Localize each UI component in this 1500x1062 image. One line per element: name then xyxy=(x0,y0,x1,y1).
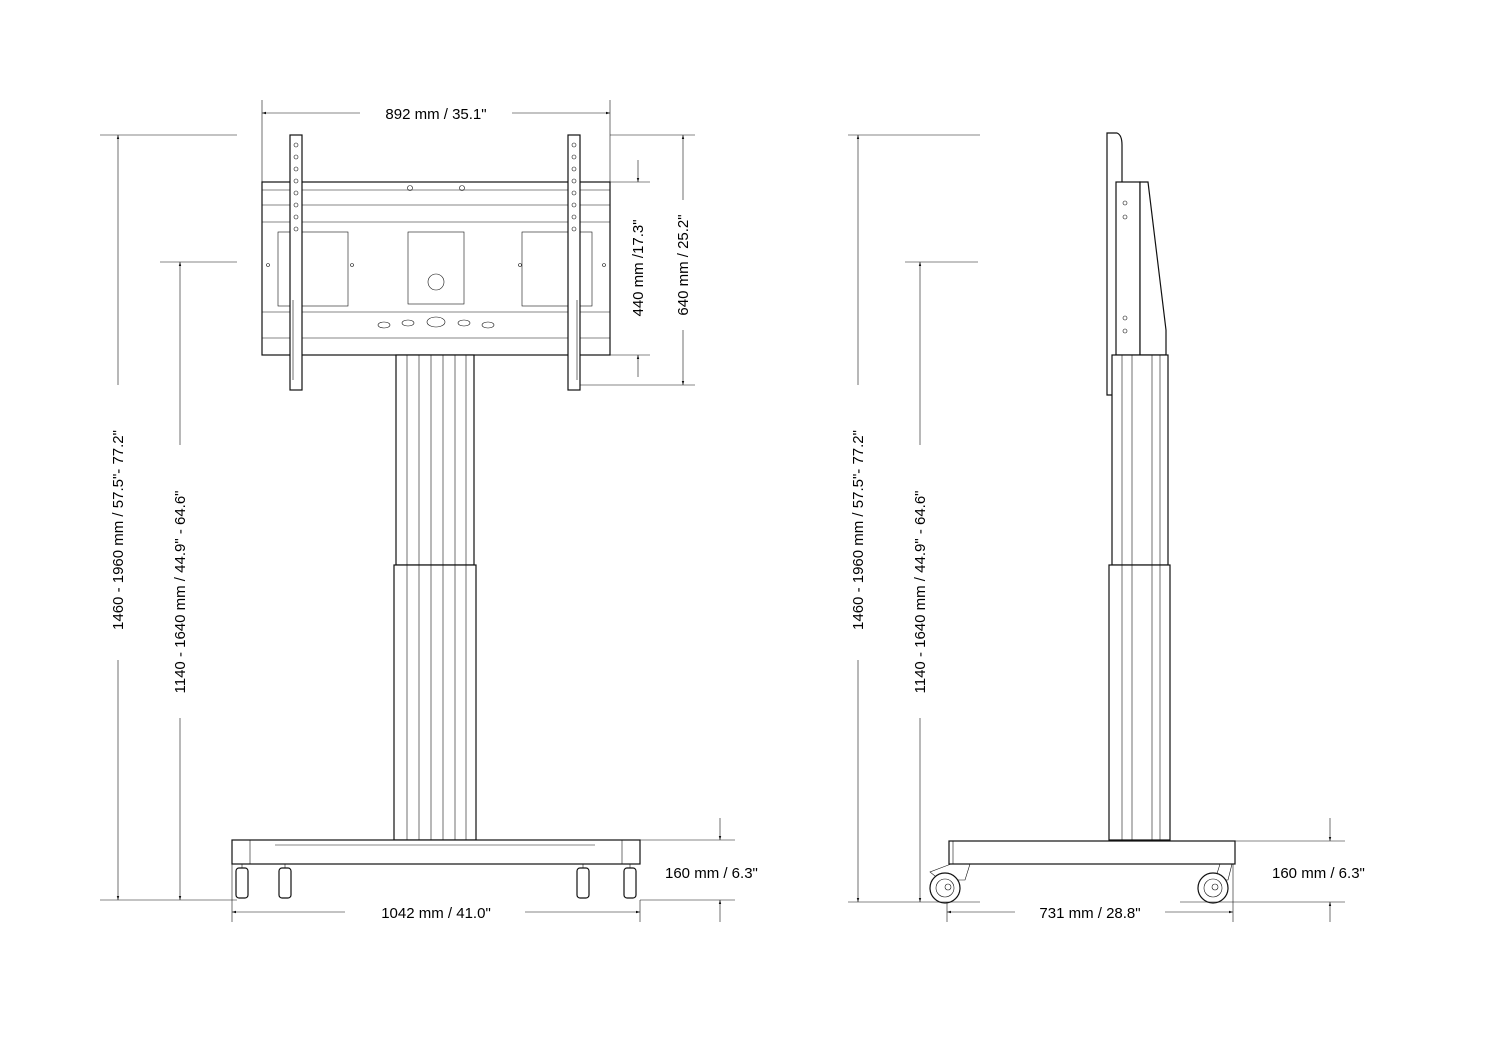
dimension-label: 731 mm / 28.8" xyxy=(1039,905,1140,922)
dimension-label: 640 mm / 25.2" xyxy=(675,214,692,315)
dimension-width-top: 892 mm / 35.1" xyxy=(261,100,611,182)
dimension-label: 1140 - 1640 mm / 44.9" - 64.6" xyxy=(172,491,189,694)
caster-wheel xyxy=(278,864,292,899)
column xyxy=(393,354,477,841)
dimension-center-height: 1140 - 1640 mm / 44.9" - 64.6" xyxy=(905,261,978,902)
mounting-plate xyxy=(261,181,611,356)
vesa-arm-left xyxy=(289,134,303,391)
base xyxy=(915,840,1236,904)
dimension-base-width: 1042 mm / 41.0" xyxy=(231,864,641,922)
dimension-label: 440 mm /17.3" xyxy=(630,219,647,316)
caster-wheel xyxy=(623,864,637,899)
column xyxy=(1108,354,1171,841)
vesa-arm-right xyxy=(567,134,581,391)
dimension-base-depth: 731 mm / 28.8" xyxy=(946,864,1234,922)
dimension-label: 1460 - 1960 mm / 57.5"- 77.2" xyxy=(850,430,867,630)
dimension-total-height: 1460 - 1960 mm / 57.5"- 77.2" xyxy=(848,134,980,903)
dimension-label: 1460 - 1960 mm / 57.5"- 77.2" xyxy=(110,430,127,630)
base xyxy=(231,839,641,899)
dimension-base-height: 160 mm / 6.3" xyxy=(640,818,758,922)
front-view: 892 mm / 35.1" xyxy=(100,100,758,922)
dimension-plate-height: 640 mm / 25.2" xyxy=(580,134,695,386)
dimension-label: 160 mm / 6.3" xyxy=(665,865,758,882)
dimension-label: 160 mm / 6.3" xyxy=(1272,865,1365,882)
dimension-label: 1042 mm / 41.0" xyxy=(381,905,491,922)
dimension-total-height: 1460 - 1960 mm / 57.5"- 77.2" xyxy=(100,134,237,901)
caster-wheel xyxy=(235,864,249,899)
screen-and-bracket xyxy=(1106,132,1167,396)
dimension-label: 1140 - 1640 mm / 44.9" - 64.6" xyxy=(912,491,929,694)
caster-wheel-locking xyxy=(929,863,971,904)
caster-wheel xyxy=(1197,863,1233,904)
caster-wheel xyxy=(576,864,590,899)
dimension-vesa-height: 440 mm /17.3" xyxy=(580,160,650,377)
dimension-center-height: 1140 - 1640 mm / 44.9" - 64.6" xyxy=(160,261,237,900)
dimension-base-height: 160 mm / 6.3" xyxy=(1235,818,1365,922)
dimension-label: 892 mm / 35.1" xyxy=(385,106,486,123)
side-view: 1460 - 1960 mm / 57.5"- 77.2" 1140 - 164… xyxy=(848,132,1365,922)
